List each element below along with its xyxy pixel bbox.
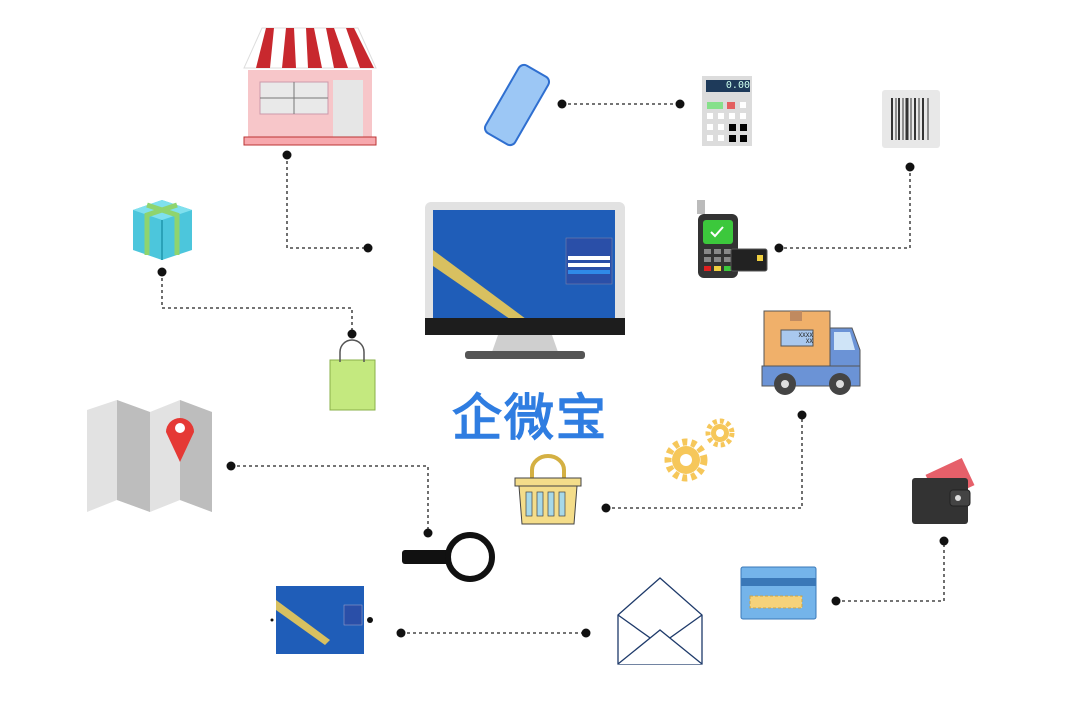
- truck-label-line1: XXXX: [798, 332, 813, 339]
- delivery-truck-icon: [761, 310, 861, 395]
- brand-logo-text: 企微宝: [452, 389, 608, 447]
- desktop-monitor-icon: [425, 202, 625, 359]
- smartphone-icon: [483, 63, 551, 147]
- connector-store: [286, 155, 368, 249]
- truck-package-label: XXXX XX: [783, 333, 813, 345]
- gift-box-icon: [133, 200, 192, 260]
- connector-basket-truck: [606, 415, 803, 509]
- app-screenshot-thumbnail: [276, 586, 364, 654]
- connector-card-wallet: [836, 541, 945, 602]
- connector-gift-bag: [161, 272, 353, 334]
- wallet-icon: [912, 457, 975, 524]
- basket-icon: [514, 454, 582, 525]
- gears-icon: [664, 418, 735, 482]
- connector-barcode-pos: [779, 167, 911, 249]
- magnifier-icon: [402, 532, 495, 582]
- store-icon: [243, 27, 377, 146]
- barcode-icon: [882, 90, 940, 148]
- envelope-icon: [617, 577, 703, 665]
- connector-map-search: [231, 465, 429, 533]
- calculator-icon: [702, 76, 752, 146]
- credit-card-icon: [740, 566, 817, 620]
- map-icon: [87, 400, 212, 512]
- shopping-bag-icon: [329, 339, 376, 411]
- truck-label-line2: XX: [805, 338, 813, 345]
- calculator-display: 0.00: [725, 80, 750, 91]
- pos-terminal-icon: [697, 200, 768, 278]
